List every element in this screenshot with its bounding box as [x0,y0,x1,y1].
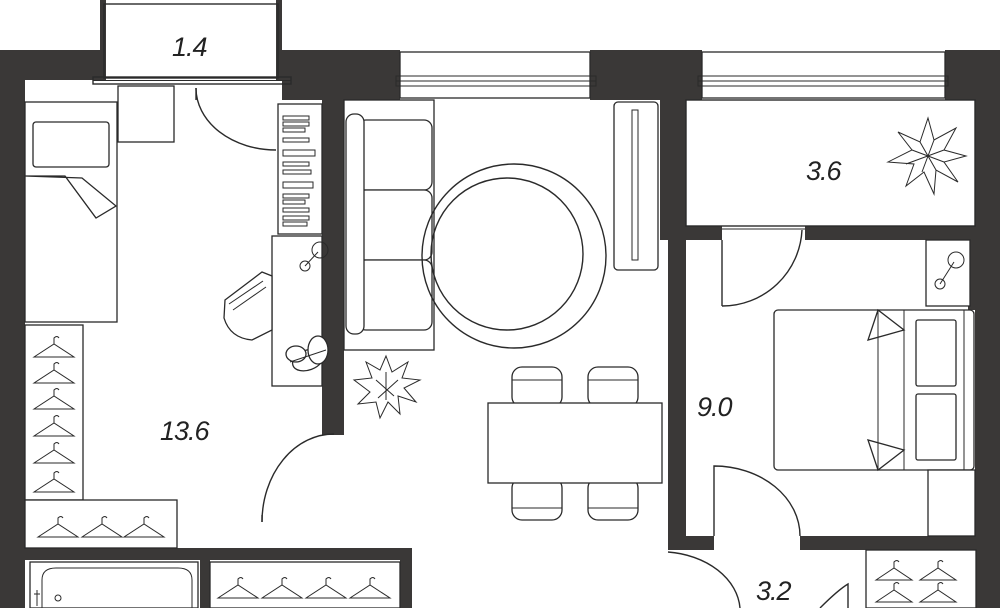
bookshelf-books [282,115,316,227]
dining-set [487,366,663,521]
room-bedroom [713,239,976,537]
area-label-loggia: 1.4 [172,32,207,62]
sofa [343,99,435,351]
room-left [24,101,335,549]
hangers-hall [874,560,958,603]
hangers-wardrobe-left [32,336,166,538]
loggia-left [92,3,292,151]
area-label-living: 13.6 [160,416,211,446]
area-label-balcony: 3.6 [806,156,843,186]
balcony-right [685,51,976,307]
plant-icon [886,116,968,196]
area-label-bedroom: 9.0 [697,392,733,422]
area-label-hall: 3.2 [756,576,792,606]
hangers-wardrobe-bottom [216,577,392,599]
plant-icon [352,354,422,420]
bottom-area [29,549,977,608]
plant-icon [285,335,329,372]
desk-chair [223,271,273,341]
room-living [343,51,663,521]
